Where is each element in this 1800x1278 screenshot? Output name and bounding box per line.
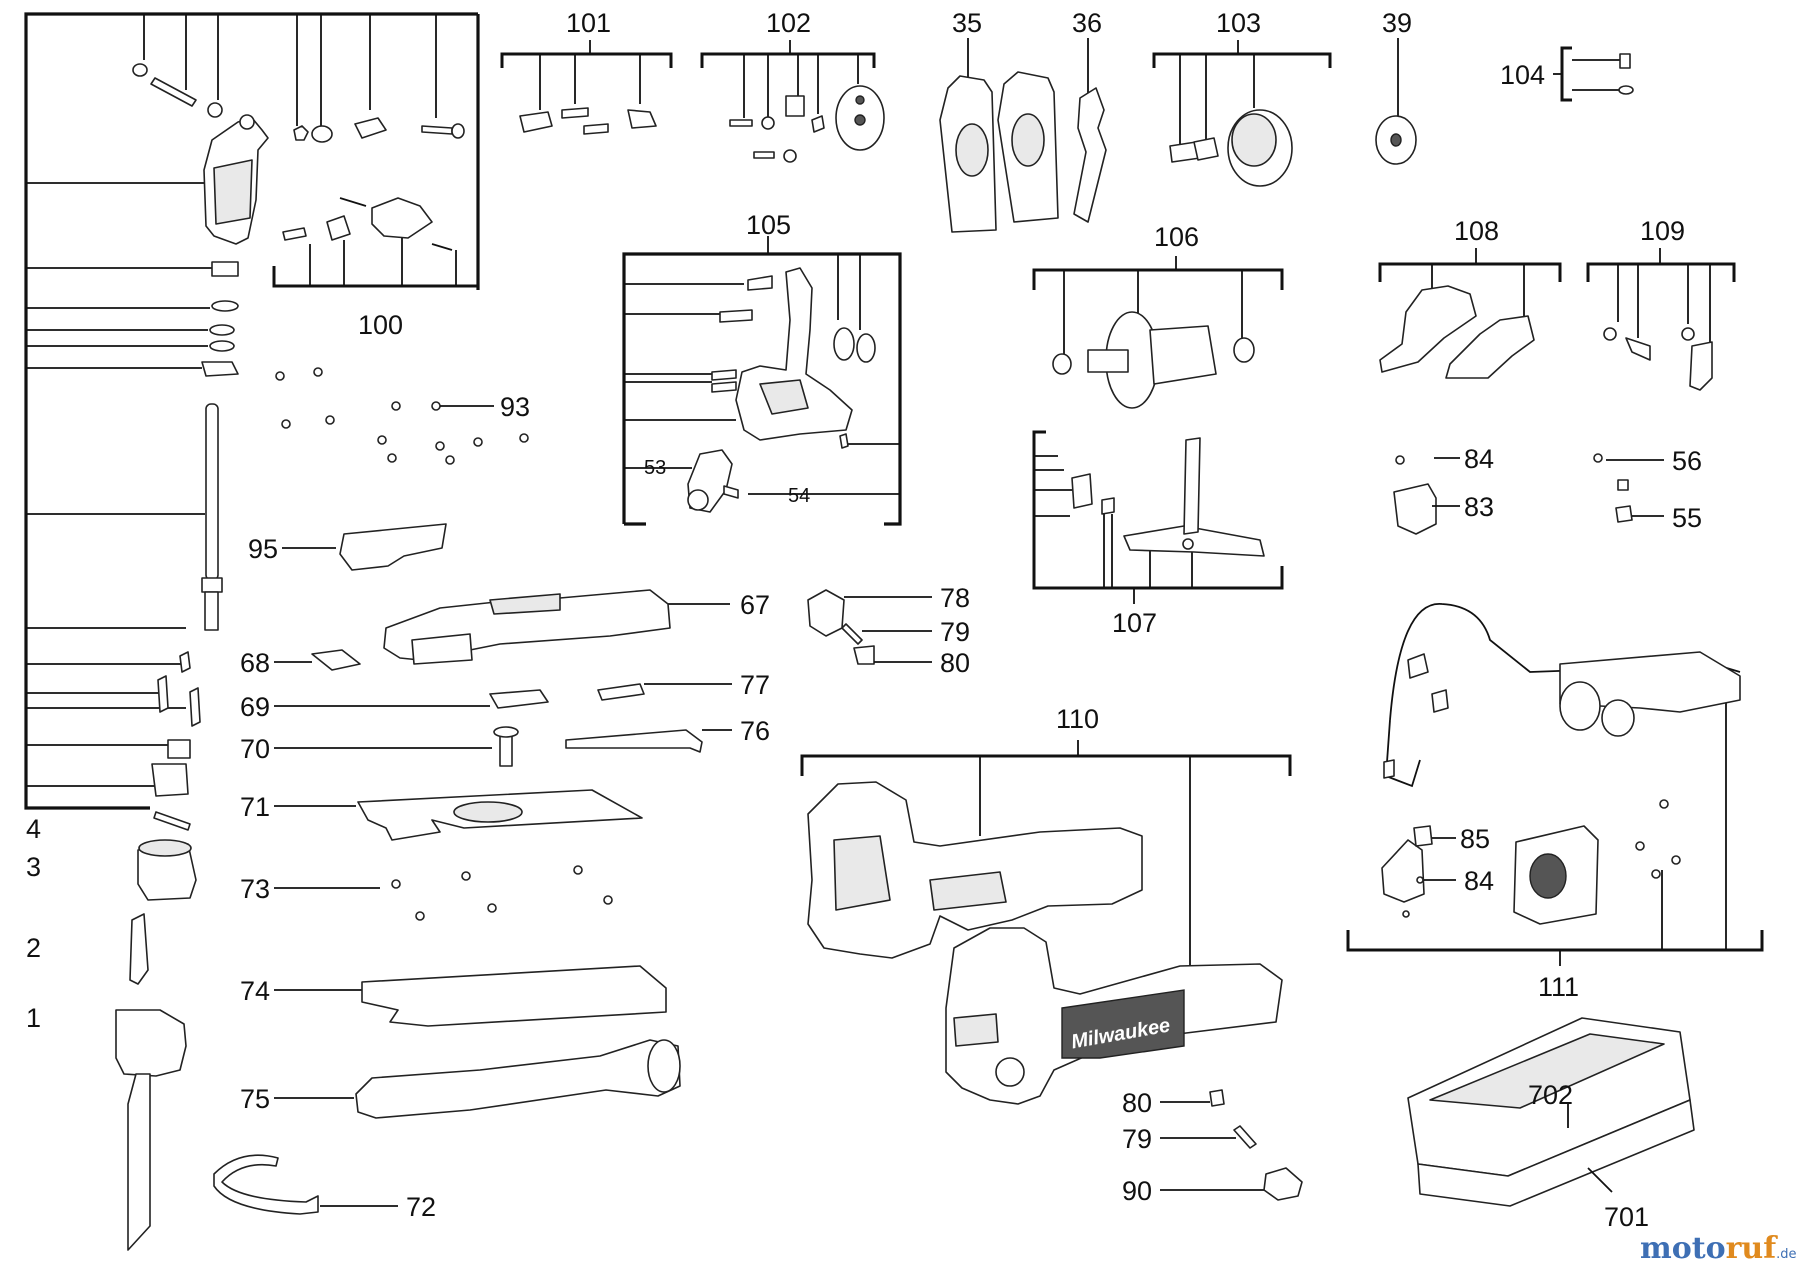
label-36: 36: [1072, 8, 1102, 38]
carrying-case: [1407, 1017, 1695, 1207]
label-56: 56: [1672, 446, 1702, 476]
label-2: 2: [26, 933, 41, 963]
bracket-109: [1586, 248, 1736, 391]
label-102: 102: [766, 8, 811, 38]
label-85: 85: [1460, 824, 1490, 854]
label-79-lower: 79: [1122, 1124, 1152, 1154]
label-702: 702: [1528, 1080, 1573, 1110]
label-39: 39: [1382, 8, 1412, 38]
parts-76-80: [565, 589, 932, 753]
watermark-part-a: moto: [1640, 1231, 1726, 1266]
label-67: 67: [740, 590, 770, 620]
label-35: 35: [952, 8, 982, 38]
label-80: 80: [940, 648, 970, 678]
bracket-101: [500, 40, 673, 135]
label-72: 72: [406, 1192, 436, 1222]
label-84: 84: [1464, 444, 1494, 474]
label-108: 108: [1454, 216, 1499, 246]
bracket-110: Milwaukee: [800, 740, 1292, 1105]
part-95: [282, 523, 447, 571]
label-95: 95: [248, 534, 278, 564]
label-105: 105: [746, 210, 791, 240]
label-107: 107: [1112, 608, 1157, 638]
bracket-100: [272, 238, 478, 288]
bracket-103: [1152, 40, 1332, 187]
watermark-part-b: ruf: [1726, 1231, 1779, 1266]
parts-68-71: [274, 649, 643, 921]
bracket-111: [1346, 455, 1764, 966]
label-104: 104: [1500, 60, 1545, 90]
label-84-lower: 84: [1464, 866, 1494, 896]
label-701: 701: [1604, 1202, 1649, 1232]
label-76: 76: [740, 716, 770, 746]
screws-93: [275, 367, 529, 465]
parts-80-79-90-lower: [1160, 1089, 1303, 1201]
label-110: 110: [1056, 704, 1099, 734]
parts-35-36: [939, 38, 1107, 233]
callout-labels: 1 2 3 4 35 36 39 53 54 55 56 67 68 69 70…: [26, 8, 1702, 1232]
label-106: 106: [1154, 222, 1199, 252]
label-78: 78: [940, 583, 970, 613]
label-101: 101: [566, 8, 611, 38]
label-74: 74: [240, 976, 270, 1006]
svg-text:motoruf.de: motoruf.de: [1640, 1231, 1797, 1266]
label-111: 111: [1538, 972, 1579, 1002]
label-100: 100: [358, 310, 403, 340]
bracket-102: [700, 40, 885, 163]
bracket-104: [1553, 46, 1634, 102]
bracket-107: [1032, 430, 1284, 604]
label-69: 69: [240, 692, 270, 722]
label-93: 93: [500, 392, 530, 422]
label-54: 54: [788, 485, 810, 507]
label-3: 3: [26, 852, 41, 882]
bracket-108: [1378, 248, 1562, 379]
label-75: 75: [240, 1084, 270, 1114]
label-83: 83: [1464, 492, 1494, 522]
site-watermark: motoruf.de: [1640, 1231, 1797, 1266]
label-79: 79: [940, 617, 970, 647]
label-71: 71: [240, 792, 270, 822]
bracket-106: [1032, 256, 1284, 409]
label-103: 103: [1216, 8, 1261, 38]
label-73: 73: [240, 874, 270, 904]
label-55: 55: [1672, 503, 1702, 533]
part-67: [383, 589, 730, 665]
label-4: 4: [26, 814, 41, 844]
parts-55-56: [1593, 453, 1664, 523]
label-68: 68: [240, 648, 270, 678]
parts-74-75-72: [213, 965, 681, 1215]
label-109: 109: [1640, 216, 1685, 246]
label-80-lower: 80: [1122, 1088, 1152, 1118]
label-70: 70: [240, 734, 270, 764]
part-39: [1375, 38, 1417, 165]
left-assembly-bracket: [24, 12, 480, 810]
label-53: 53: [644, 457, 666, 479]
label-1: 1: [26, 1003, 41, 1033]
label-90: 90: [1122, 1176, 1152, 1206]
left-column-parts: [115, 63, 465, 1251]
watermark-suffix: .de: [1776, 1247, 1796, 1262]
box-105: [622, 236, 902, 526]
label-77: 77: [740, 670, 770, 700]
